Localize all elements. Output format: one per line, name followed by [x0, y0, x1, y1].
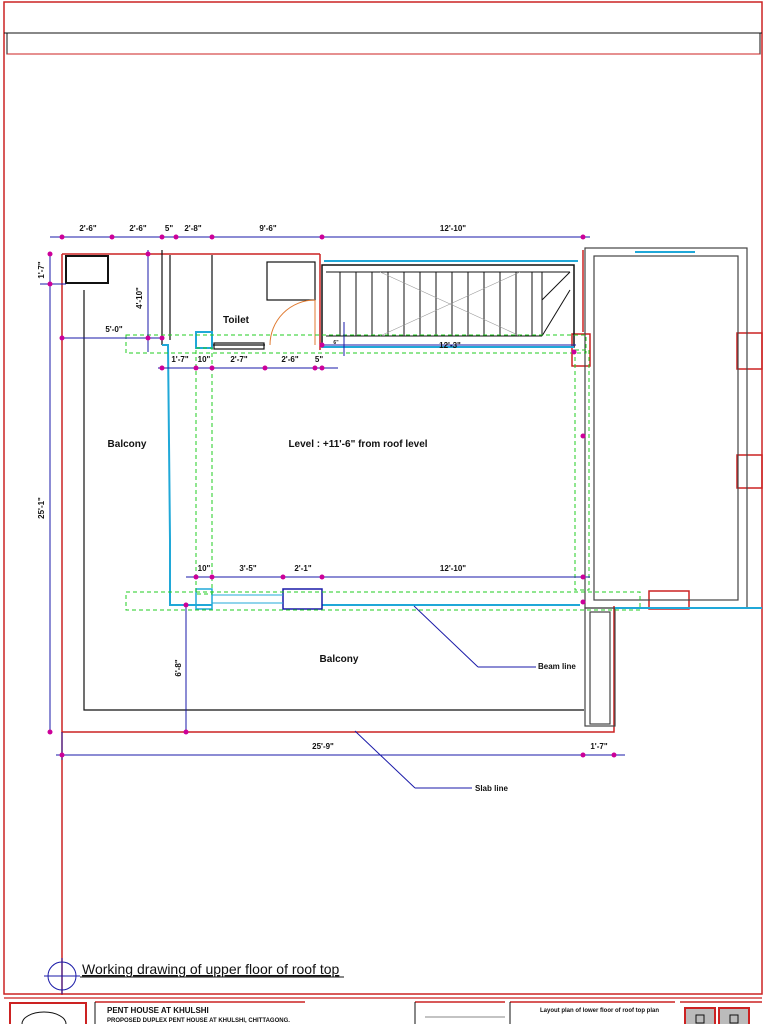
beam-lines	[125, 334, 641, 611]
dimension-lines	[40, 236, 625, 789]
slab-outline	[61, 250, 763, 995]
dim-row2-2: 10"	[198, 355, 211, 364]
dim-left-top: 1'-7"	[37, 261, 46, 278]
project-subtitle: PROPOSED DUPLEX PENT HOUSE AT KHULSHI, C…	[107, 1018, 290, 1024]
dim-toilet-offset: 5'-0"	[105, 325, 122, 334]
dim-top-6: 12'-10"	[440, 224, 466, 233]
dim-toilet-depth: 4'-10"	[135, 287, 144, 309]
dim-top-3: 5"	[165, 224, 173, 233]
dim-stair-width: 12'-3"	[439, 341, 461, 350]
dim-row3-2: 3'-5"	[239, 564, 256, 573]
dim-row3-3: 2'-1"	[294, 564, 311, 573]
beam-line-callout: Beam line	[538, 662, 576, 671]
room-label-toilet: Toilet	[223, 315, 250, 326]
staircase	[321, 260, 578, 348]
dim-top-4: 2'-8"	[184, 224, 201, 233]
dim-top-1: 2'-6"	[79, 224, 96, 233]
sheet-frame	[3, 1, 763, 995]
section-symbol-icon	[44, 958, 80, 994]
project-title: PENT HOUSE AT KHULSHI	[107, 1006, 209, 1015]
dim-row3-4: 12'-10"	[440, 564, 466, 573]
room-label-balcony-bottom: Balcony	[320, 654, 359, 665]
drawing-title: Layout plan of lower floor of roof top p…	[540, 1008, 659, 1014]
dim-bottom-right: 1'-7"	[590, 742, 607, 751]
wall-lines	[65, 247, 748, 727]
dim-bottom-total: 25'-9"	[312, 742, 334, 751]
dim-top-5: 9'-6"	[259, 224, 276, 233]
dim-row2-5: 5"	[315, 355, 323, 364]
dim-top-2: 2'-6"	[129, 224, 146, 233]
door-swing	[269, 299, 316, 346]
dim-row2-1: 1'-7"	[171, 355, 188, 364]
dim-stair-step: 6"	[333, 340, 339, 346]
title-block	[4, 997, 762, 1024]
dim-row3-1: 10"	[198, 564, 211, 573]
level-note: Level : +11'-6" from roof level	[288, 439, 427, 450]
dimension-markers	[47, 234, 617, 758]
dim-balcony-depth: 6'-8"	[174, 659, 183, 676]
slab-line-callout: Slab line	[475, 784, 508, 793]
dim-row2-4: 2'-6"	[281, 355, 298, 364]
room-label-balcony-left: Balcony	[108, 439, 147, 450]
dim-left-total: 25'-1"	[37, 497, 46, 519]
dim-row2-3: 2'-7"	[230, 355, 247, 364]
drawing-caption: Working drawing of upper floor of roof t…	[82, 961, 340, 977]
